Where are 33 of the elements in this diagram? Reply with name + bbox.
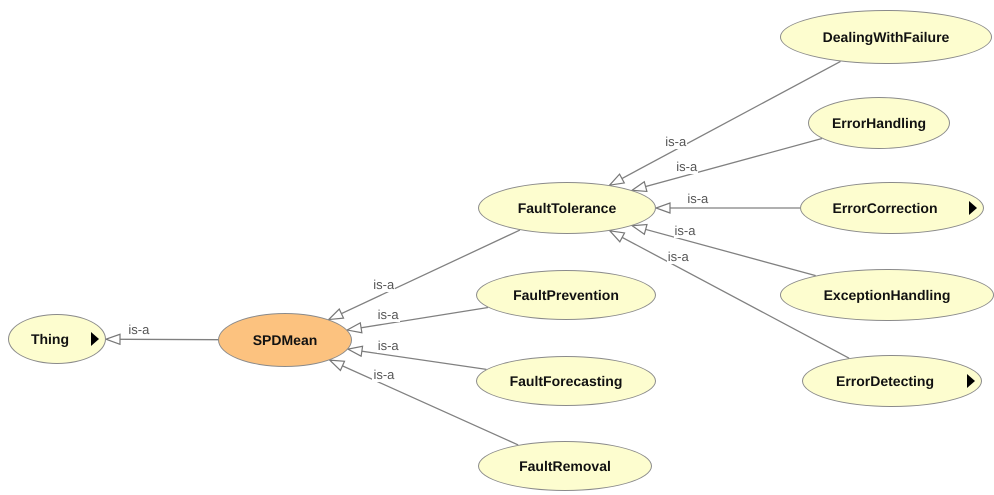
edge-label: is-a [666, 250, 690, 264]
class-ellipse [218, 313, 352, 367]
is-a-arrow [655, 202, 800, 214]
class-name: FaultTolerance [518, 200, 616, 216]
class-name: ErrorCorrection [832, 200, 938, 216]
class-name: Thing [30, 331, 70, 347]
is-a-arrow [328, 229, 520, 320]
class-name: ErrorDetecting [836, 373, 934, 389]
is-a-arrow [105, 334, 218, 345]
class-name: FaultPrevention [513, 287, 619, 303]
edge-label: is-a [675, 160, 698, 174]
class-name: SPDMean [252, 332, 318, 348]
class-ellipse [780, 269, 994, 321]
is-a-arrow [346, 306, 488, 334]
class-name: FaultRemoval [519, 458, 611, 474]
class-name: DealingWithFailure [822, 29, 950, 45]
class-name: ExceptionHandling [824, 287, 950, 303]
edge-label: is-a [372, 278, 396, 292]
is-a-arrow [329, 360, 518, 446]
edge-label: is-a [674, 224, 696, 238]
is-a-arrow [609, 230, 850, 359]
class-name: FaultForecasting [510, 373, 622, 389]
edge-label: is-a [664, 134, 688, 148]
is-a-arrow [632, 138, 822, 192]
is-a-arrow [609, 60, 841, 186]
is-a-arrow [347, 346, 486, 370]
edge-label: is-a [372, 368, 396, 382]
edge-label: is-a [686, 192, 710, 206]
edge-label: is-a [127, 323, 150, 338]
class-name: ErrorHandling [832, 115, 926, 131]
edge-label: is-a [376, 338, 400, 353]
is-a-arrow [632, 224, 816, 276]
edge-label: is-a [376, 308, 400, 322]
